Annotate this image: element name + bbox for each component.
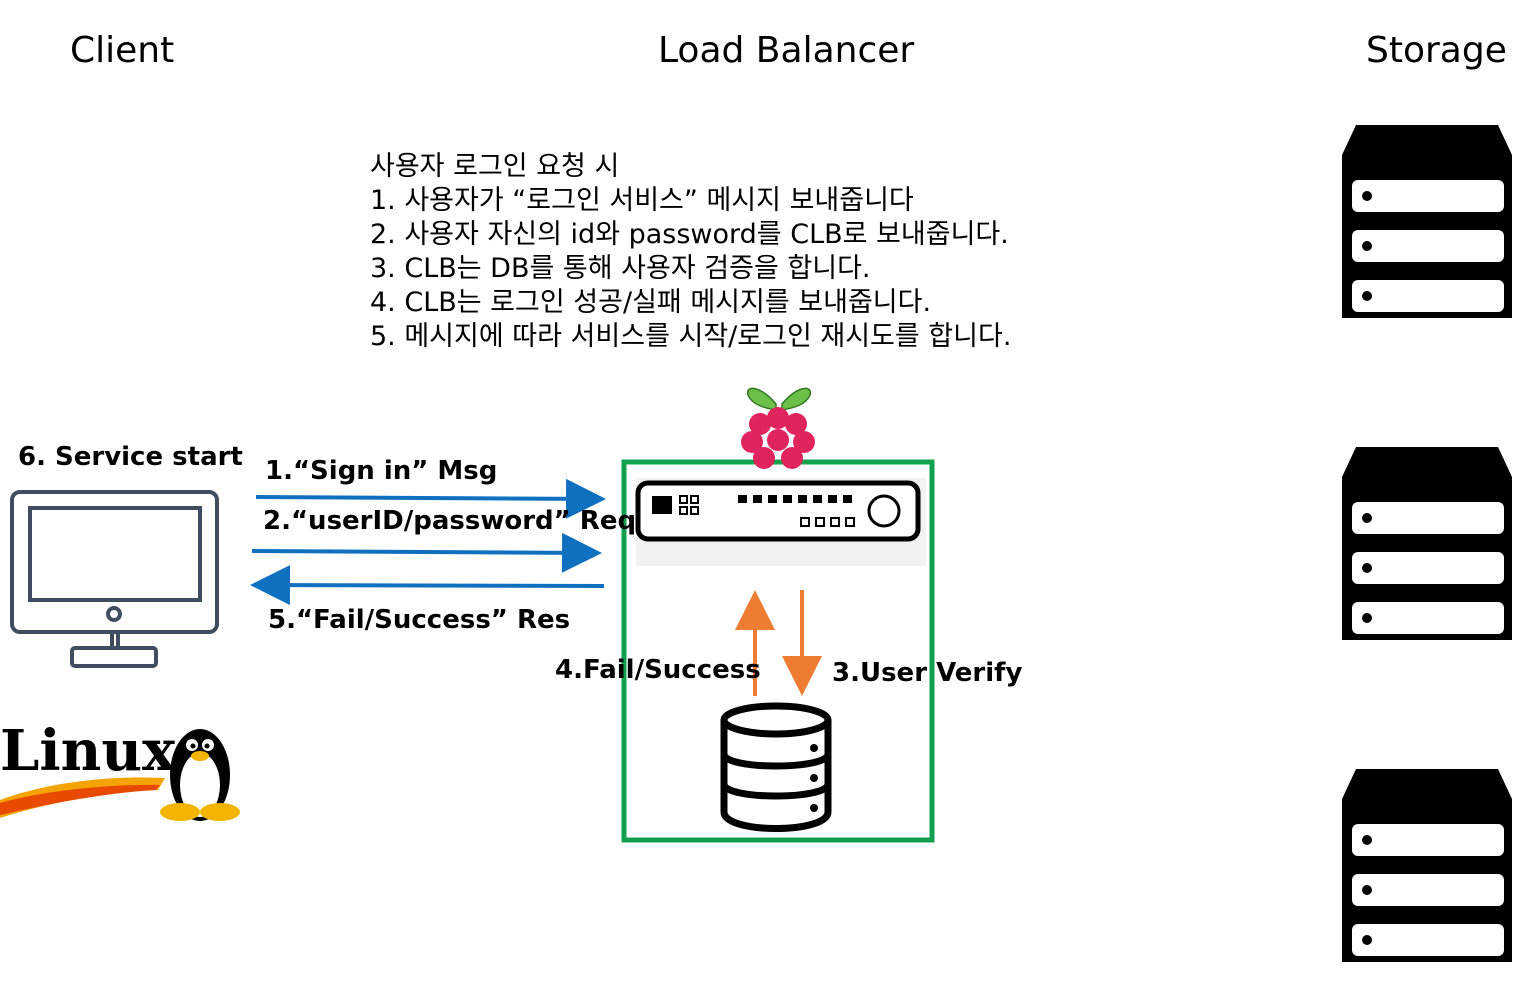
network-switch-icon xyxy=(635,478,926,566)
storage-server-icon xyxy=(1342,125,1512,318)
step-3: 3. CLB는 DB를 통해 사용자 검증을 합니다. xyxy=(370,253,871,284)
steps-intro: 사용자 로그인 요청 시 xyxy=(370,151,620,182)
load-balancer-box xyxy=(621,459,935,843)
sign-in-arrow xyxy=(255,478,606,519)
raspberry-pi-logo xyxy=(741,387,815,469)
login-steps: 사용자 로그인 요청 시 1. 사용자가 “로그인 서비스” 메시지 보내줍니다… xyxy=(370,150,1011,354)
database-icon xyxy=(720,702,832,832)
response-arrow xyxy=(250,565,605,606)
credentials-label: 2.“userID/password” Req xyxy=(263,506,637,536)
step-5: 5. 메시지에 따라 서비스를 시작/로그인 재시도를 합니다. xyxy=(370,321,1012,352)
linux-wordmark: Linux xyxy=(0,718,176,784)
sign-in-label: 1.“Sign in” Msg xyxy=(265,456,498,486)
load-balancer-column-title: Load Balancer xyxy=(658,30,915,71)
client-column-title: Client xyxy=(70,30,175,71)
fail-success-label: 4.Fail/Success xyxy=(555,655,761,685)
step-2: 2. 사용자 자신의 id와 password를 CLB로 보내줍니다. xyxy=(370,219,1009,250)
user-verify-label: 3.User Verify xyxy=(832,658,1023,688)
storage-server-icon xyxy=(1342,769,1512,962)
linux-logo: Linux xyxy=(0,718,240,821)
storage-server-icon xyxy=(1342,447,1512,640)
monitor-icon xyxy=(10,490,219,668)
credentials-arrow xyxy=(251,532,602,573)
step-1: 1. 사용자가 “로그인 서비스” 메시지 보내줍니다 xyxy=(370,185,914,216)
step-4: 4. CLB는 로그인 성공/실패 메시지를 보내줍니다. xyxy=(370,287,932,318)
response-label: 5.“Fail/Success” Res xyxy=(268,605,571,635)
service-start-label: 6. Service start xyxy=(18,442,243,472)
storage-column-title: Storage xyxy=(1366,30,1507,71)
